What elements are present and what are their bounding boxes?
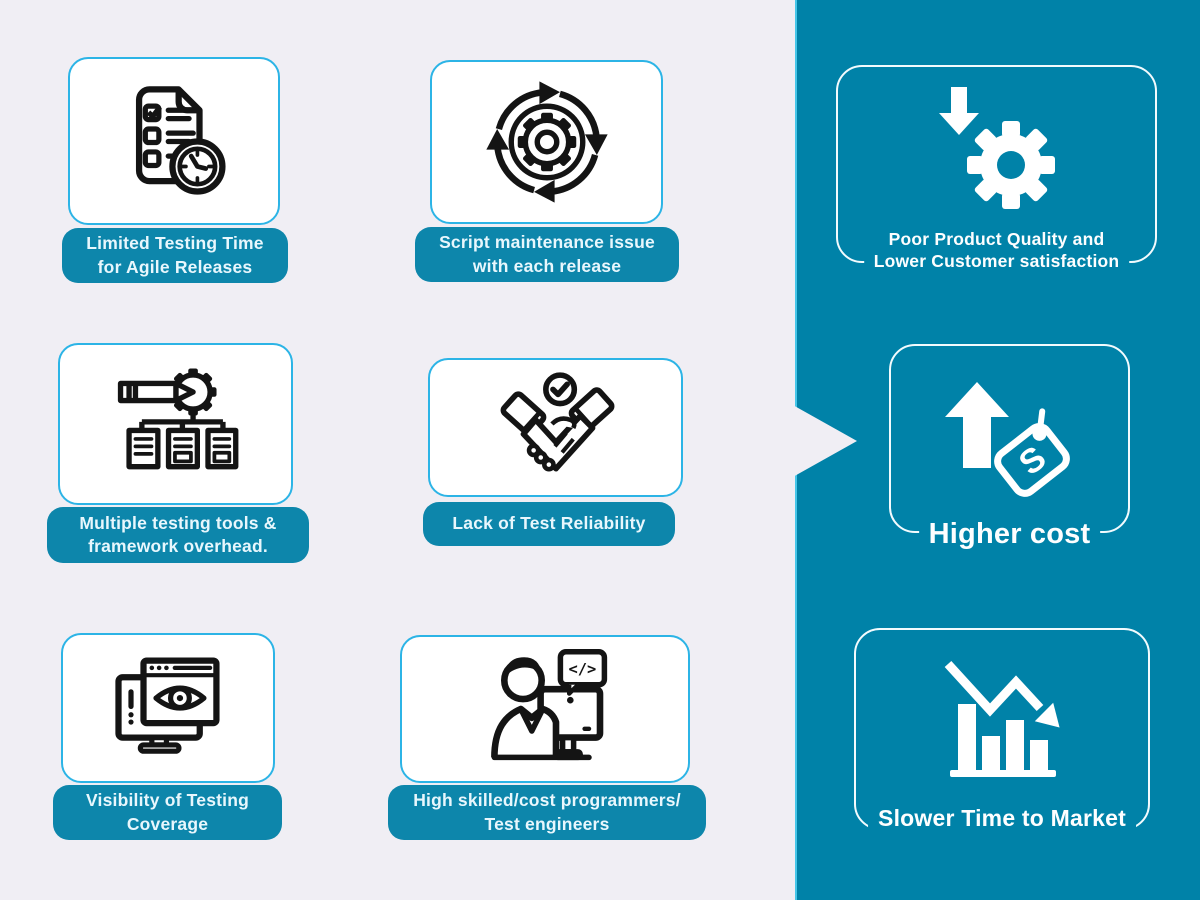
challenge-label-script-maintenance: Script maintenance issue with each relea…: [415, 227, 679, 282]
consequence-label-higher-cost: Higher cost: [918, 513, 1101, 554]
up-arrow-price-tag-icon: S: [944, 382, 1070, 497]
consequence-label-poor-quality: Poor Product Quality and Lower Customer …: [863, 225, 1130, 275]
label-line: for Agile Releases: [97, 256, 253, 277]
challenge-card-limited-testing-time: [68, 57, 280, 225]
label-line: Lack of Test Reliability: [452, 513, 646, 534]
label-line: Multiple testing tools &: [79, 512, 277, 533]
challenge-card-high-skilled-cost: </>: [400, 635, 690, 783]
challenge-label-high-skilled-cost: High skilled/cost programmers/ Test engi…: [388, 785, 706, 840]
label-line: with each release: [472, 255, 622, 276]
programmer-icon: </>: [491, 649, 608, 761]
flow-arrow-icon: [791, 404, 857, 478]
label-line: Poor Product Quality and: [888, 228, 1105, 249]
consequence-card-poor-quality: Poor Product Quality and Lower Customer …: [836, 65, 1157, 275]
code-glyph: </>: [568, 660, 596, 678]
consequence-card-higher-cost: S Higher cost: [889, 344, 1130, 554]
consequence-card-slower-time-to-market: Slower Time to Market: [854, 628, 1150, 835]
label-line: Script maintenance issue: [439, 232, 655, 253]
label-line: Coverage: [126, 813, 209, 834]
challenge-label-test-reliability: Lack of Test Reliability: [423, 502, 675, 546]
checklist-clock-icon: [135, 85, 226, 195]
challenge-label-multiple-tools: Multiple testing tools & framework overh…: [47, 507, 309, 563]
declining-bar-chart-icon: [944, 660, 1060, 777]
consequence-label-slower-time-to-market: Slower Time to Market: [868, 802, 1136, 835]
challenge-label-visibility-coverage: Visibility of Testing Coverage: [53, 785, 282, 840]
cycle-gear-icon: [485, 81, 608, 203]
challenge-card-script-maintenance: [430, 60, 663, 224]
gear-down-arrow-icon: [938, 87, 1055, 209]
challenge-card-visibility-coverage: [61, 633, 275, 783]
label-line: Test engineers: [484, 813, 610, 834]
label-line: Higher cost: [928, 517, 1091, 550]
label-line: Lower Customer satisfaction: [873, 251, 1120, 272]
monitor-eye-icon: [114, 656, 220, 754]
label-line: Slower Time to Market: [878, 805, 1126, 832]
label-line: High skilled/cost programmers/: [413, 790, 681, 811]
challenge-card-test-reliability: [428, 358, 683, 497]
pencil-gear-hierarchy-icon: [117, 368, 238, 470]
challenge-card-multiple-tools: [58, 343, 293, 505]
challenge-label-limited-testing-time: Limited Testing Time for Agile Releases: [62, 228, 288, 283]
label-line: Visibility of Testing: [85, 790, 250, 811]
handshake-check-icon: [500, 371, 614, 471]
label-line: framework overhead.: [88, 536, 268, 556]
label-line: Limited Testing Time: [86, 233, 264, 254]
